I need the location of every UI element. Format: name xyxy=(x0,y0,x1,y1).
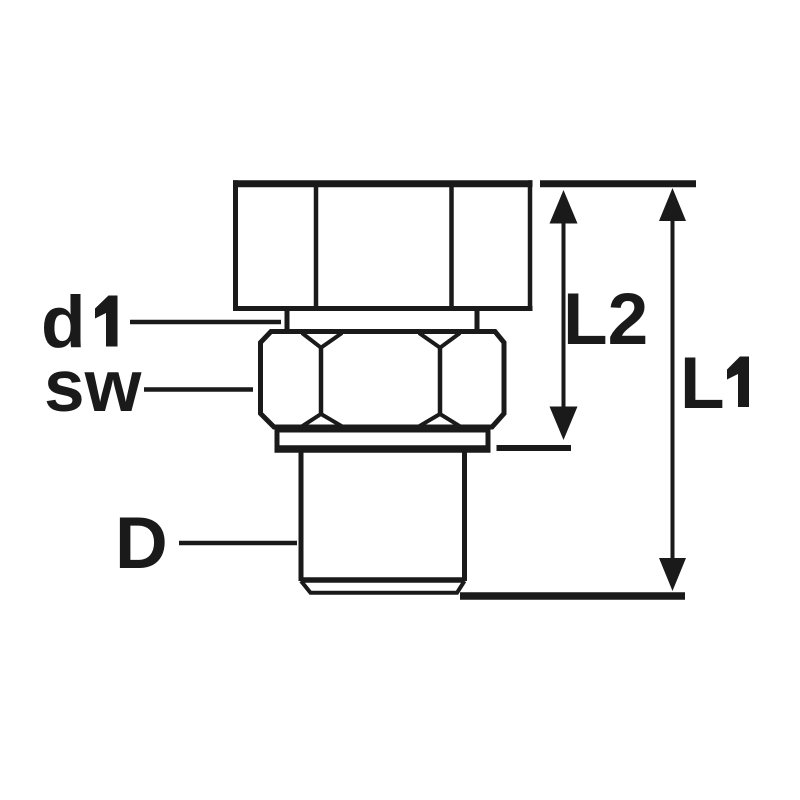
svg-text:sw: sw xyxy=(44,346,142,427)
svg-text:L: L xyxy=(680,343,725,424)
svg-text:L2: L2 xyxy=(563,279,648,360)
svg-text:D: D xyxy=(115,503,168,584)
svg-text:d: d xyxy=(41,282,86,363)
